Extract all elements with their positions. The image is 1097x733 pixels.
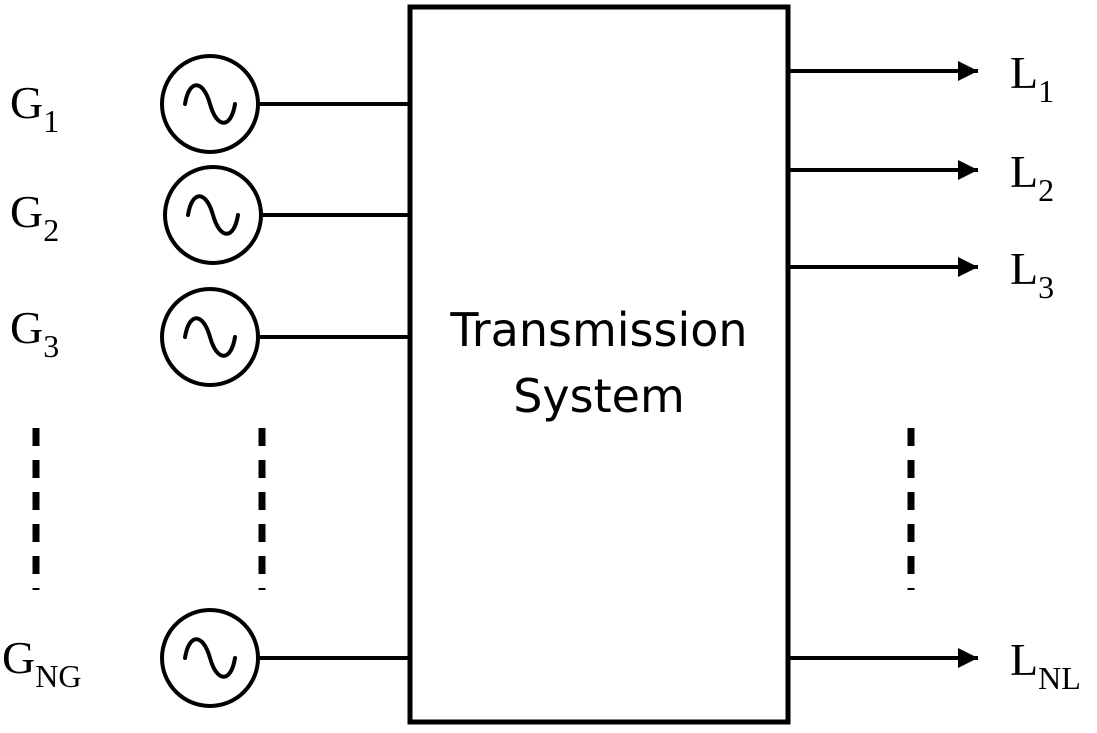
- generator-label-1: G1: [10, 77, 59, 139]
- sine-wave-icon: [183, 316, 237, 358]
- sine-wave-icon: [183, 83, 237, 125]
- box-label-line2: System: [513, 369, 685, 423]
- generator-label-2: G2: [10, 186, 59, 248]
- generator-2: G2: [10, 165, 410, 265]
- load-nl: LNL: [788, 634, 1081, 696]
- load-1: L1: [788, 47, 1054, 109]
- load-label-nl: LNL: [1010, 634, 1081, 696]
- load-2: L2: [788, 146, 1054, 208]
- generator-label-ng: GNG: [2, 632, 81, 694]
- load-label-1: L1: [1010, 47, 1054, 109]
- generator-label-3: G3: [10, 302, 59, 364]
- transmission-system-block: Transmission System: [407, 4, 791, 725]
- generator-3: G3: [10, 287, 410, 387]
- load-label-3: L3: [1010, 243, 1054, 305]
- load-3: L3: [788, 243, 1054, 305]
- box-label-line1: Transmission: [449, 303, 747, 357]
- generator-1: G1: [10, 54, 410, 154]
- sine-wave-icon: [183, 637, 237, 679]
- sine-wave-icon: [186, 194, 240, 236]
- load-label-2: L2: [1010, 146, 1054, 208]
- generator-ng: GNG: [2, 608, 410, 708]
- transmission-system-box: [407, 4, 791, 725]
